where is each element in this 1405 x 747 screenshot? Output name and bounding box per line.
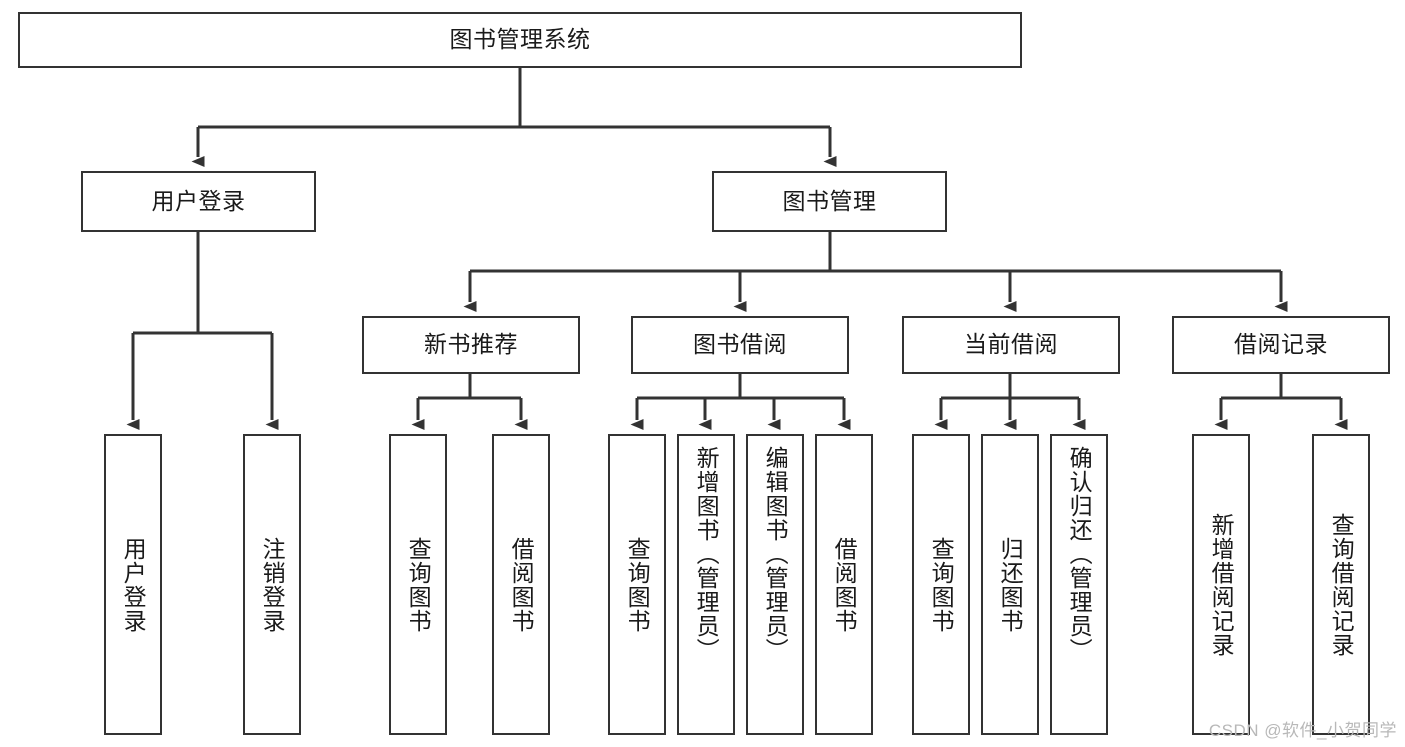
leaf-label: 用户登录	[120, 536, 147, 633]
node-new-book-recommend[interactable]: 新书推荐	[362, 316, 580, 374]
leaf-label: 查询图书	[928, 536, 955, 633]
leaf-label: 注销登录	[259, 536, 286, 633]
node-label: 图书管理	[782, 187, 877, 214]
leaf-record-query-record[interactable]: 查询借阅记录	[1312, 434, 1370, 735]
leaf-label: 查询图书	[624, 536, 651, 633]
leaf-label: 归还图书	[997, 536, 1024, 633]
node-label: 当前借阅	[964, 331, 1058, 358]
leaf-current-query-book[interactable]: 查询图书	[912, 434, 970, 735]
node-label: 图书借阅	[693, 331, 787, 358]
leaf-label: 借阅图书	[831, 536, 858, 633]
leaf-label: 新增图书（管理员）	[693, 446, 720, 662]
leaf-borrow-edit-book-admin[interactable]: 编辑图书（管理员）	[746, 434, 804, 735]
node-label: 借阅记录	[1234, 331, 1328, 358]
leaf-borrow-borrow-book[interactable]: 借阅图书	[815, 434, 873, 735]
node-label: 图书管理系统	[449, 26, 591, 53]
leaf-label: 查询借阅记录	[1328, 512, 1355, 657]
leaf-recommend-borrow-book[interactable]: 借阅图书	[492, 434, 550, 735]
leaf-user-login-logout[interactable]: 注销登录	[243, 434, 301, 735]
watermark-text: CSDN @软件_小贺同学	[1208, 721, 1397, 740]
node-book-borrow[interactable]: 图书借阅	[631, 316, 849, 374]
leaf-record-add-record[interactable]: 新增借阅记录	[1192, 434, 1250, 735]
leaf-borrow-add-book-admin[interactable]: 新增图书（管理员）	[677, 434, 735, 735]
leaf-label: 新增借阅记录	[1208, 512, 1235, 657]
leaf-label: 编辑图书（管理员）	[762, 446, 789, 662]
node-user-login[interactable]: 用户登录	[81, 171, 316, 232]
node-label: 用户登录	[151, 187, 246, 214]
leaf-current-return-book[interactable]: 归还图书	[981, 434, 1039, 735]
node-current-borrow[interactable]: 当前借阅	[902, 316, 1120, 374]
node-root-system[interactable]: 图书管理系统	[18, 12, 1022, 68]
leaf-label: 借阅图书	[508, 536, 535, 633]
node-label: 新书推荐	[424, 331, 518, 358]
node-book-management[interactable]: 图书管理	[712, 171, 947, 232]
leaf-label: 查询图书	[405, 536, 432, 633]
leaf-user-login-login[interactable]: 用户登录	[104, 434, 162, 735]
leaf-recommend-query-book[interactable]: 查询图书	[389, 434, 447, 735]
node-borrow-record[interactable]: 借阅记录	[1172, 316, 1390, 374]
leaf-borrow-query-book[interactable]: 查询图书	[608, 434, 666, 735]
leaf-label: 确认归还（管理员）	[1066, 446, 1093, 662]
leaf-current-confirm-return-admin[interactable]: 确认归还（管理员）	[1050, 434, 1108, 735]
